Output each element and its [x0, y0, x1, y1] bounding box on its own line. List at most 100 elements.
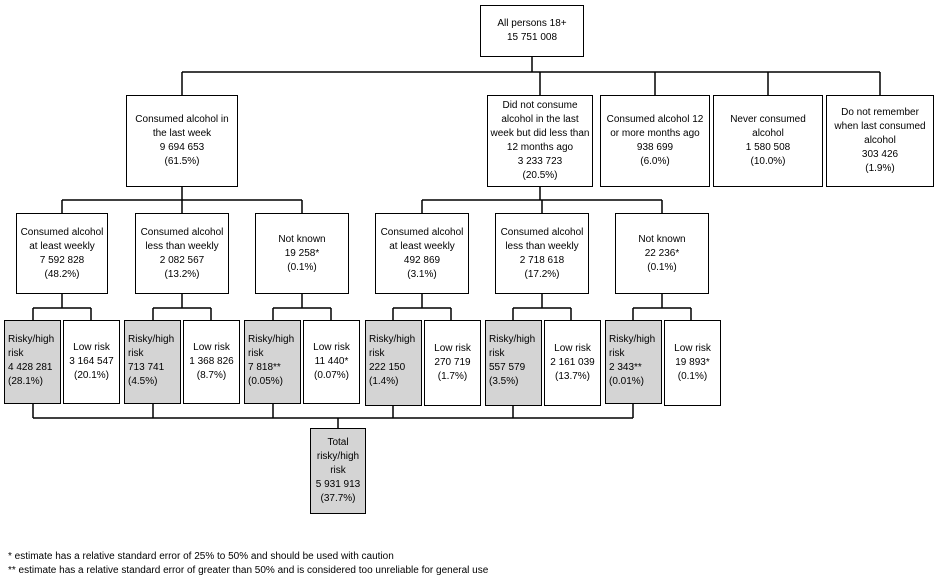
node-value: 2 082 567	[159, 254, 205, 266]
node-value: 22 236*	[644, 247, 680, 259]
node-b1-low: Low risk 270 719 (1.7%)	[424, 320, 481, 406]
node-label: Low risk	[554, 343, 591, 354]
node-value: 19 258*	[284, 247, 320, 259]
node-pct: (0.07%)	[313, 370, 349, 381]
node-pct: (1.9%)	[865, 163, 895, 174]
node-pct: (48.2%)	[44, 268, 80, 280]
node-value: 2 718 618	[519, 254, 565, 266]
node-pct: (37.7%)	[320, 493, 356, 504]
node-pct: (0.05%)	[248, 376, 284, 387]
node-b3-low: Low risk 19 893* (0.1%)	[664, 320, 721, 406]
node-do-not-remember: Do not remember when last consumed alcoh…	[826, 95, 934, 187]
node-label: Not known	[638, 233, 686, 245]
node-value: 1 580 508	[745, 142, 791, 153]
node-never-consumed: Never consumed alcohol 1 580 508 (10.0%)	[713, 95, 823, 187]
node-label: Risky/high risk	[609, 334, 656, 359]
footnote-double-asterisk: ** estimate has a relative standard erro…	[8, 565, 489, 576]
node-consumed-12m-plus: Consumed alcohol 12 or more months ago 93…	[600, 95, 710, 187]
node-label: Did not consume alcohol in the last week…	[490, 100, 590, 153]
node-label: Consumed alcohol in the last week	[135, 114, 229, 139]
node-value: 19 893*	[675, 357, 710, 368]
node-label: Consumed alcohol less than weekly	[140, 226, 224, 252]
node-label: Not known	[278, 233, 326, 245]
node-a1-low: Low risk 3 164 547 (20.1%)	[63, 320, 120, 404]
node-value: 938 699	[636, 142, 674, 153]
node-b2-risky: Risky/high risk 557 579 (3.5%)	[485, 320, 542, 406]
node-pct: (0.1%)	[677, 371, 708, 382]
node-value: 557 579	[489, 362, 526, 373]
node-value: 222 150	[369, 362, 406, 373]
node-value: 303 426	[861, 149, 899, 160]
node-pct: (61.5%)	[164, 156, 200, 167]
node-value: 7 592 828	[39, 254, 85, 266]
node-value: 9 694 653	[159, 142, 205, 153]
node-label: Risky/high risk	[248, 334, 295, 359]
node-pct: (8.7%)	[196, 370, 227, 381]
node-pct: (3.5%)	[489, 376, 519, 387]
node-label: Low risk	[193, 342, 230, 353]
node-pct: (4.5%)	[128, 376, 158, 387]
node-label: Risky/high risk	[8, 334, 55, 359]
node-label: All persons 18+	[497, 18, 567, 29]
node-value: 11 440*	[314, 356, 349, 367]
node-b-weekly: Consumed alcohol at least weekly 492 869 (…	[375, 213, 469, 294]
node-label: Do not remember when last consumed alcoh…	[834, 107, 926, 146]
node-value: 4 428 281	[8, 362, 53, 373]
node-consumed-last-week: Consumed alcohol in the last week 9 694 6…	[126, 95, 238, 187]
node-all-persons: All persons 18+ 15 751 008	[480, 5, 584, 57]
node-value: 713 741	[128, 362, 165, 373]
node-a1-risky: Risky/high risk 4 428 281 (28.1%)	[4, 320, 61, 404]
node-value: 270 719	[434, 357, 471, 368]
node-b1-risky: Risky/high risk 222 150 (1.4%)	[365, 320, 422, 406]
node-pct: (20.1%)	[73, 370, 109, 381]
node-pct: (3.1%)	[407, 268, 437, 280]
node-label: Consumed alcohol 12 or more months ago	[606, 114, 704, 139]
node-pct: (28.1%)	[8, 376, 44, 387]
node-pct: (6.0%)	[640, 156, 670, 167]
node-pct: (10.0%)	[750, 156, 786, 167]
node-value: 5 931 913	[315, 479, 361, 490]
node-label: Never consumed alcohol	[730, 114, 806, 139]
node-value: 15 751 008	[506, 32, 558, 43]
node-b-not-known: Not known 22 236* (0.1%)	[615, 213, 709, 294]
node-value: 1 368 826	[189, 356, 234, 367]
node-pct: (13.7%)	[554, 371, 590, 382]
node-a-not-known: Not known 19 258* (0.1%)	[255, 213, 349, 294]
node-pct: (0.1%)	[647, 261, 677, 273]
node-b2-low: Low risk 2 161 039 (13.7%)	[544, 320, 601, 406]
node-pct: (1.7%)	[437, 371, 468, 382]
node-pct: (13.2%)	[164, 268, 200, 280]
node-label: Consumed alcohol at least weekly	[20, 226, 104, 252]
node-total-risky: Total risky/high risk 5 931 913 (37.7%)	[310, 428, 366, 514]
node-value: 7 818**	[248, 362, 281, 373]
node-a-less-weekly: Consumed alcohol less than weekly 2 082 5…	[135, 213, 229, 294]
node-value: 3 164 547	[69, 356, 114, 367]
node-label: Low risk	[434, 343, 471, 354]
node-pct: (17.2%)	[524, 268, 560, 280]
node-value: 2 343**	[609, 362, 642, 373]
node-value: 3 233 723	[517, 156, 563, 167]
node-label: Low risk	[674, 343, 711, 354]
node-pct: (0.1%)	[287, 261, 317, 273]
node-b-less-weekly: Consumed alcohol less than weekly 2 718 6…	[495, 213, 589, 294]
node-label: Total risky/high risk	[316, 437, 360, 476]
node-a-weekly: Consumed alcohol at least weekly 7 592 82…	[16, 213, 108, 294]
node-label: Consumed alcohol at least weekly	[380, 226, 464, 252]
node-value: 2 161 039	[550, 357, 595, 368]
node-label: Risky/high risk	[369, 334, 416, 359]
node-label: Risky/high risk	[489, 334, 536, 359]
node-pct: (1.4%)	[369, 376, 399, 387]
node-label: Consumed alcohol less than weekly	[500, 226, 584, 252]
node-a2-risky: Risky/high risk 713 741 (4.5%)	[124, 320, 181, 404]
node-label: Risky/high risk	[128, 334, 175, 359]
node-a2-low: Low risk 1 368 826 (8.7%)	[183, 320, 240, 404]
node-a3-risky: Risky/high risk 7 818** (0.05%)	[244, 320, 301, 404]
node-pct: (20.5%)	[522, 170, 558, 181]
node-label: Low risk	[73, 342, 110, 353]
footnote-single-asterisk: * estimate has a relative standard error…	[8, 551, 394, 562]
node-value: 492 869	[403, 254, 441, 266]
node-label: Low risk	[313, 342, 350, 353]
node-not-last-week-within-12m: Did not consume alcohol in the last week…	[487, 95, 593, 187]
